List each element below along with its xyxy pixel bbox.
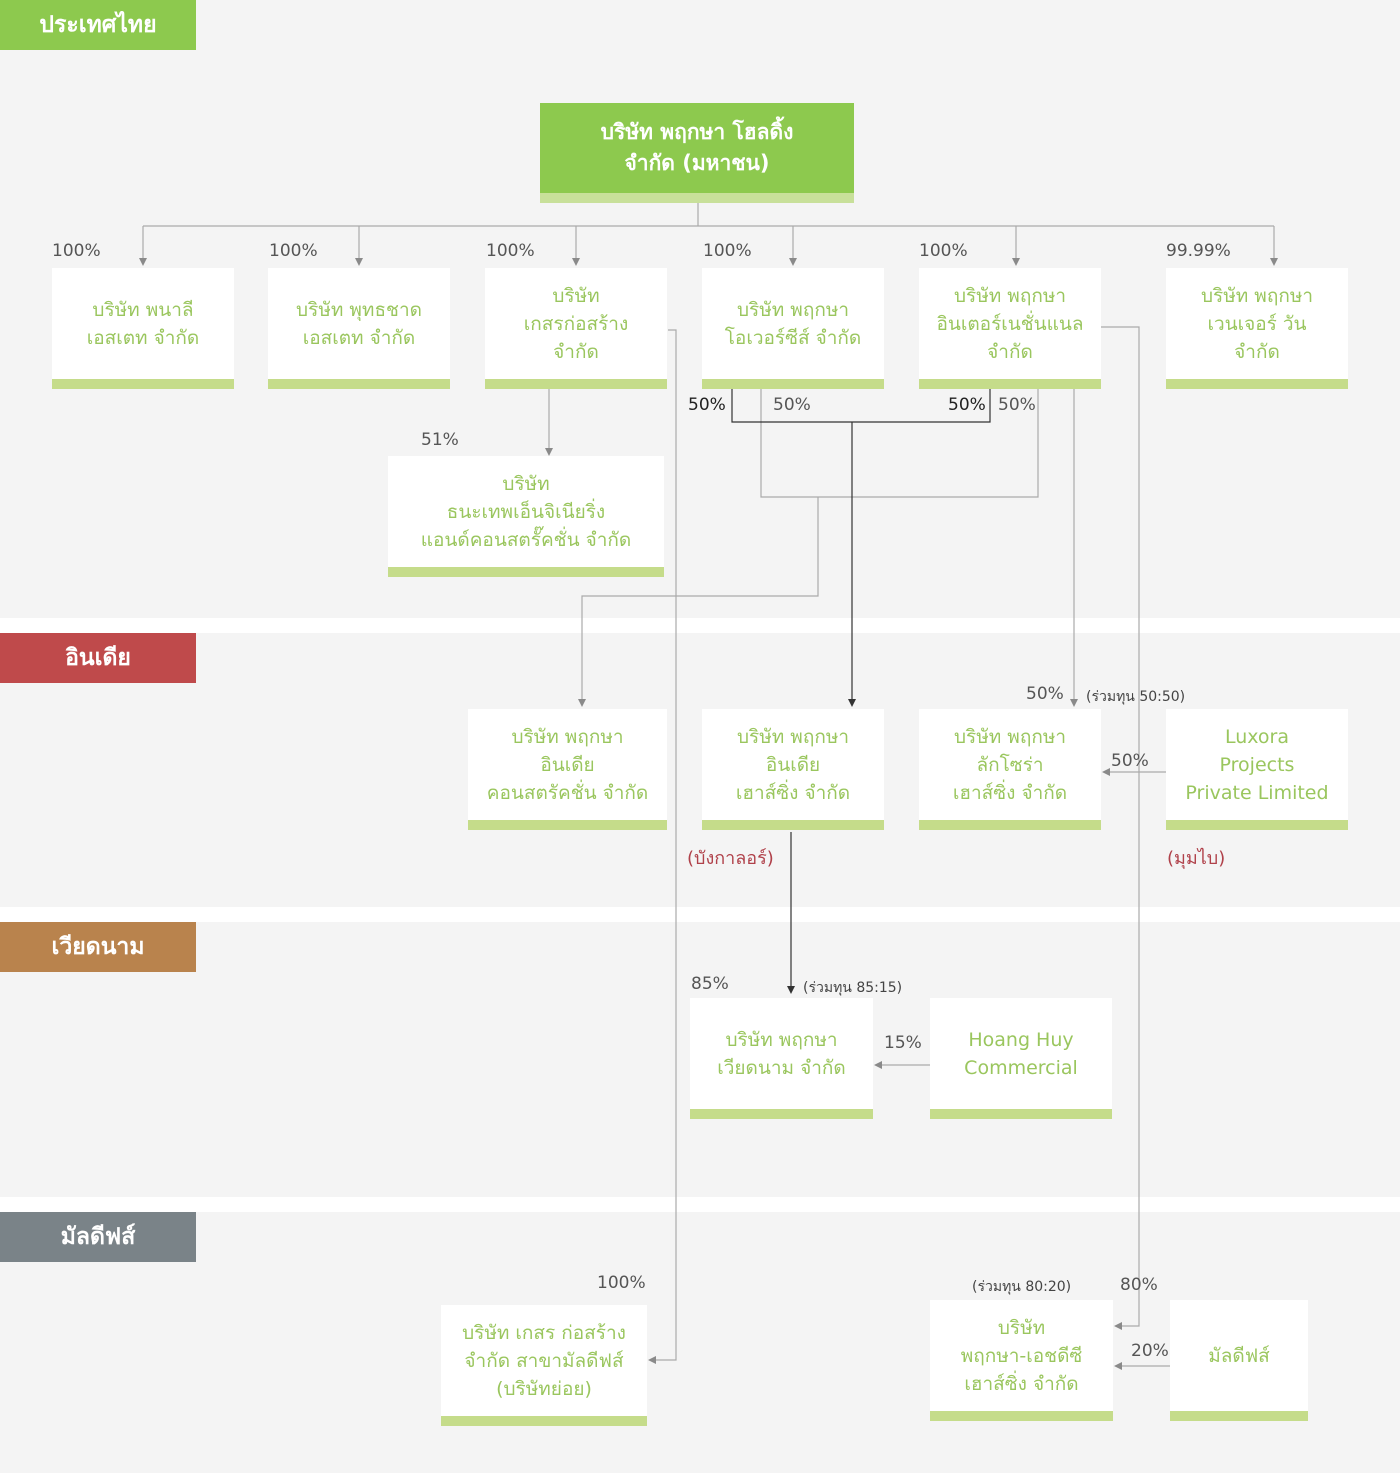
hdc-housing-box: บริษัท พฤกษา-เอชดีซี เฮาส์ซิ่ง จำกัด (930, 1300, 1113, 1421)
region-vietnam: เวียดนาม (0, 922, 196, 972)
pct-luxora-top: 50% (1026, 684, 1064, 704)
india-construction-box: บริษัท พฤกษา อินเดีย คอนสตรัคชั่น จำกัด (468, 709, 667, 830)
line-to-india-construction (578, 497, 819, 707)
line-to-kasorn-maldives (648, 329, 677, 1364)
vietnam-box: บริษัท พฤกษา เวียดนาม จำกัด (690, 998, 873, 1119)
pct-puttachart: 100% (269, 241, 318, 261)
panalee-box: บริษัท พนาลี เอสเตท จำกัด (52, 268, 234, 389)
pct-hdc-side: 20% (1131, 1341, 1169, 1361)
venture-box: บริษัท พฤกษา เวนเจอร์ วัน จำกัด (1166, 268, 1348, 389)
pct-international-left: 50% (948, 395, 986, 415)
pct-panalee: 100% (52, 241, 101, 261)
jv-hdc: (ร่วมทุน 80:20) (972, 1279, 1072, 1295)
line-jv-outer (760, 389, 1039, 498)
maldives-partner-box: มัลดีฟส์ (1170, 1300, 1308, 1421)
pct-vietnam-top: 85% (691, 974, 729, 994)
pct-overseas: 100% (703, 241, 752, 261)
pct-thanathep: 51% (421, 430, 459, 450)
international-box: บริษัท พฤกษา อินเตอร์เนชั่นแนล จำกัด (919, 268, 1101, 389)
pct-overseas-left: 50% (688, 395, 726, 415)
pct-kasorn: 100% (486, 241, 535, 261)
holding-box: บริษัท พฤกษา โฮลดิ้ง จำกัด (มหาชน) (540, 103, 854, 203)
maldives-band (0, 1212, 1400, 1473)
pct-kasorn-maldives: 100% (597, 1273, 646, 1293)
kasorn-maldives-box: บริษัท เกสร ก่อสร้าง จำกัด สาขามัลดีฟส์ … (441, 1305, 647, 1426)
india-housing-box: บริษัท พฤกษา อินเดีย เฮาส์ซิ่ง จำกัด (702, 709, 884, 830)
line-to-hdc (1101, 326, 1140, 1330)
pct-hdc-top: 80% (1120, 1275, 1158, 1295)
pct-international: 100% (919, 241, 968, 261)
puttachart-box: บริษัท พุทธชาด เอสเตท จำกัด (268, 268, 450, 389)
jv-vietnam: (ร่วมทุน 85:15) (803, 980, 903, 996)
region-maldives: มัลดีฟส์ (0, 1212, 196, 1262)
luxora-projects-box: Luxora Projects Private Limited (1166, 709, 1348, 830)
hoang-huy-box: Hoang Huy Commercial (930, 998, 1112, 1119)
overseas-box: บริษัท พฤกษา โอเวอร์ซีส์ จำกัด (702, 268, 884, 389)
pct-overseas-right: 50% (773, 395, 811, 415)
pct-luxora-side: 50% (1111, 751, 1149, 771)
pct-hoang-huy: 15% (884, 1033, 922, 1053)
line-jv-inner (731, 389, 991, 423)
pct-international-right: 50% (998, 395, 1036, 415)
thanathep-box: บริษัท ธนะเทพเอ็นจิเนียริ่ง แอนด์คอนสตรั… (388, 456, 664, 577)
luxora-housing-box: บริษัท พฤกษา ลักโซร่า เฮาส์ซิ่ง จำกัด (919, 709, 1101, 830)
pct-venture: 99.99% (1166, 241, 1231, 261)
jv-luxora: (ร่วมทุน 50:50) (1086, 689, 1186, 705)
city-mumbai: (มุมไบ) (1167, 848, 1226, 869)
kasorn-box: บริษัท เกสรก่อสร้าง จำกัด (485, 268, 667, 389)
region-india: อินเดีย (0, 633, 196, 683)
city-bangalore: (บังกาลอร์) (687, 848, 774, 869)
region-thailand: ประเทศไทย (0, 0, 196, 50)
